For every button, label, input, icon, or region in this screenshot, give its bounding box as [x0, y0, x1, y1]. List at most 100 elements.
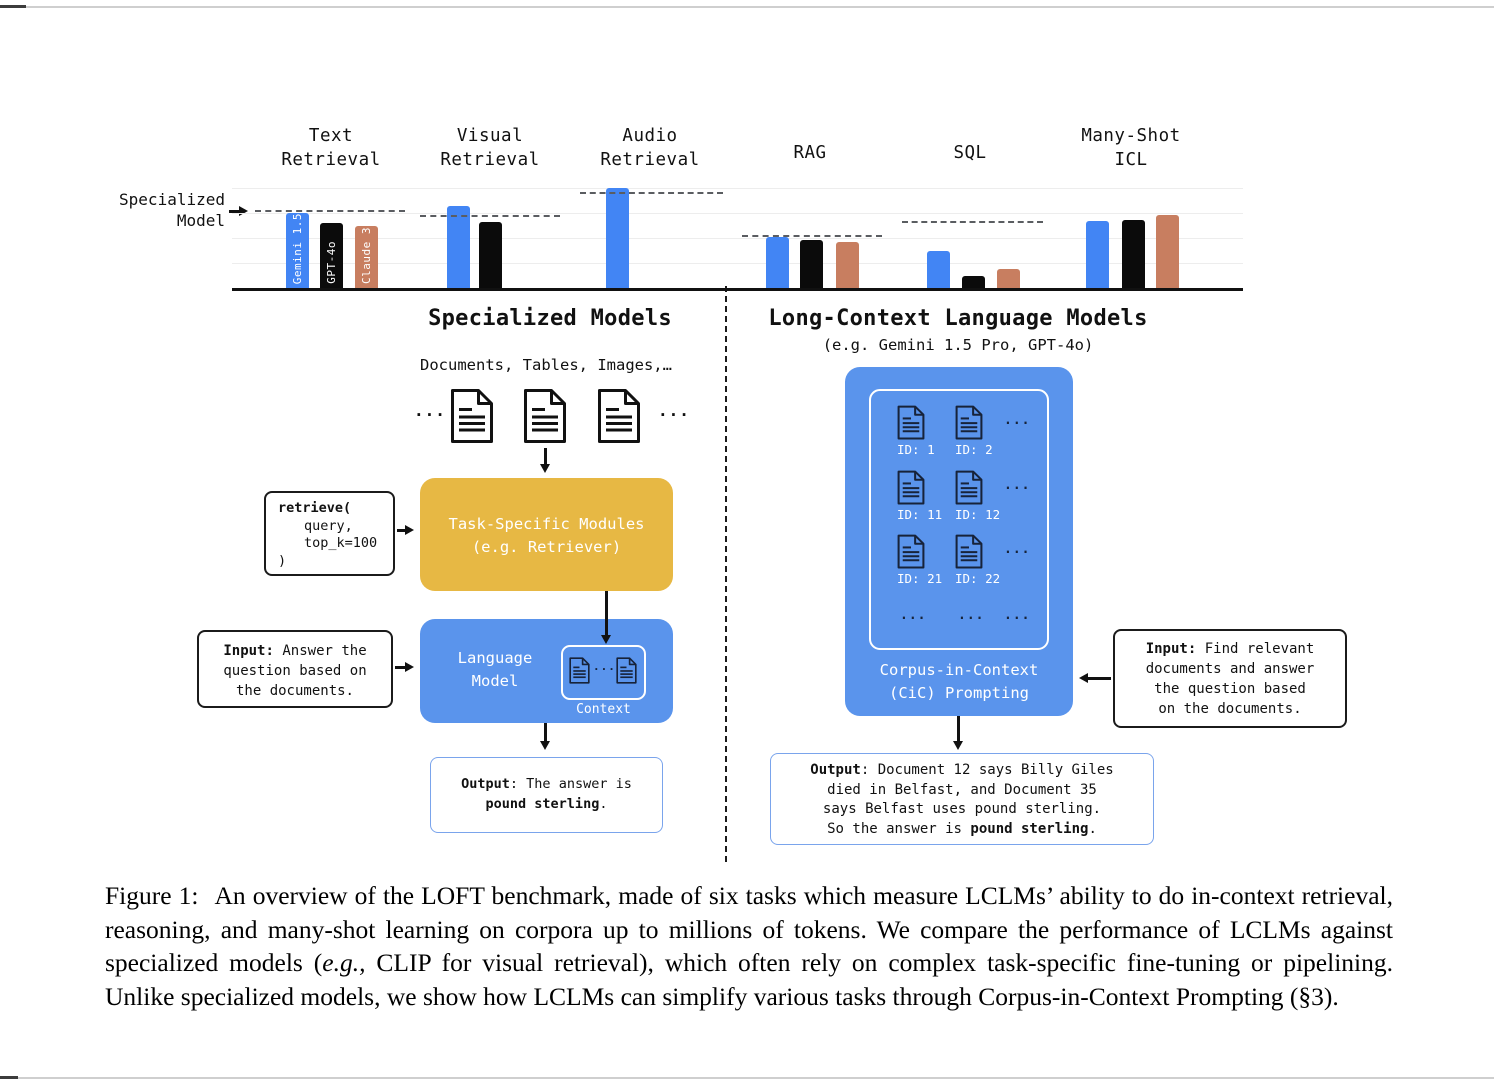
input-label: Input:: [1145, 641, 1197, 657]
context-ellipsis: ...: [593, 660, 616, 673]
bar-gpt-4o-sql: [962, 276, 985, 288]
task-modules-line-2: (e.g. Retriever): [471, 538, 622, 556]
annotation-line-1: Specialized: [119, 190, 225, 209]
ellipsis-right: ...: [658, 401, 690, 420]
cic-label-line-1: Corpus-in-Context: [879, 661, 1039, 679]
input-label: Input:: [223, 643, 274, 659]
chart-gridline: [232, 238, 1243, 239]
specialized-model-line: [420, 215, 560, 217]
bar-series-label: Gemini 1.5: [291, 213, 304, 284]
document-icon: [955, 534, 983, 569]
bar-gpt-4o-text-retrieval: GPT-4o: [320, 223, 343, 288]
document-icon: [450, 388, 494, 444]
page-bottom-corner-mark: [0, 1076, 18, 1079]
document-icon: [616, 657, 637, 684]
bar-gemini-1-5-rag: [766, 237, 789, 288]
right-input-box: Input: Find relevant documents and answe…: [1113, 629, 1347, 728]
output-answer: pound sterling: [485, 796, 600, 812]
document-icon: [897, 405, 925, 440]
lm-line-1: Language: [457, 649, 533, 667]
chart-x-axis: [232, 288, 1243, 291]
task-specific-modules-box: Task-Specific Modules (e.g. Retriever): [420, 478, 673, 591]
chart-gridline: [232, 188, 1243, 189]
left-output-box: Output: The answer is pound sterling.: [430, 757, 663, 833]
code-line-3: top_k=100: [304, 535, 378, 551]
specialized-model-line: [580, 192, 723, 194]
document-icon: [955, 405, 983, 440]
specialized-model-annotation: Specialized Model: [65, 190, 225, 231]
specialized-model-line: [742, 235, 882, 237]
chart-gridline: [232, 213, 1243, 214]
output-answer: pound sterling: [970, 820, 1089, 837]
arrow-docs-to-modules: [544, 448, 547, 469]
document-icon: [897, 534, 925, 569]
doc-id-label: ID: 1: [897, 442, 935, 457]
doc-id-label: ID: 11: [897, 507, 943, 522]
context-group: ...: [561, 645, 646, 700]
task-modules-line-1: Task-Specific Modules: [448, 515, 645, 533]
cic-label-line-2: (CiC) Prompting: [889, 684, 1029, 702]
corpus-box: ... ID: 1 ID: 2 ... ID: 11 ID: 12 ... ID…: [869, 389, 1049, 650]
figure-caption-label: Figure 1:: [105, 881, 199, 910]
bar-claude-3-sql: [997, 269, 1020, 288]
bar-gpt-4o-visual-retrieval: [479, 222, 502, 288]
arrow-modules-to-context: [605, 591, 608, 640]
page-top-edge: [0, 6, 1494, 8]
annotation-line-2: Model: [176, 210, 225, 230]
corpus-ellipsis: ...: [1004, 608, 1031, 623]
arrow-cic-to-output: [957, 716, 960, 746]
panel-divider-dashed-line: [725, 286, 727, 862]
doc-id-label: ID: 12: [955, 507, 1001, 522]
bar-series-label: Claude 3: [360, 227, 373, 284]
specialized-model-line: [255, 210, 405, 212]
document-icon: [569, 657, 590, 684]
left-panel-subheading: Documents, Tables, Images,…: [420, 356, 672, 374]
left-input-box: Input: Answer the question based on the …: [197, 630, 393, 708]
chart-category-label: RAG: [793, 143, 827, 163]
bar-gemini-1-5-audio-retrieval: [606, 188, 629, 288]
page-top-corner-mark: [0, 5, 26, 8]
right-panel-heading: Long-Context Language Models: [768, 306, 1148, 331]
corpus-ellipsis: ...: [1004, 542, 1031, 557]
right-output-box: Output: Document 12 says Billy Giles die…: [770, 753, 1154, 845]
bar-gemini-1-5-visual-retrieval: [447, 206, 470, 288]
doc-id-label: ID: 2: [955, 442, 993, 457]
document-icon: [523, 388, 567, 444]
ellipsis-left: ...: [414, 401, 446, 420]
bar-gpt-4o-many-shot-icl: [1122, 220, 1145, 288]
doc-id-label: ID: 21: [897, 571, 943, 586]
bar-claude-3-rag: [836, 242, 859, 288]
document-icon: [955, 470, 983, 505]
arrow-input-to-cic: [1083, 677, 1111, 680]
figure-caption: Figure 1:An overview of the LOFT benchma…: [105, 881, 1393, 1011]
bar-gpt-4o-rag: [800, 240, 823, 288]
output-label: Output: [810, 762, 861, 778]
code-line-4: ): [278, 552, 287, 569]
corpus-ellipsis: ...: [1004, 413, 1031, 428]
arrow-retrieve-to-modules: [397, 529, 410, 532]
output-label: Output: [461, 776, 510, 792]
corpus-ellipsis: ...: [958, 608, 985, 623]
document-icon: [597, 388, 641, 444]
context-label: Context: [576, 702, 631, 717]
chart-category-label: SQL: [953, 143, 987, 163]
page-bottom-edge: [0, 1077, 1494, 1079]
code-line-1: retrieve(: [278, 500, 352, 516]
corpus-ellipsis: ...: [900, 608, 927, 623]
retrieve-code-box: retrieve( query, top_k=100 ): [264, 491, 395, 576]
right-panel-subheading: (e.g. Gemini 1.5 Pro, GPT-4o): [822, 336, 1094, 354]
document-icon: [897, 470, 925, 505]
specialized-model-arrow: [229, 210, 244, 213]
corpus-ellipsis: ...: [1004, 478, 1031, 493]
arrow-lm-to-output: [544, 723, 547, 746]
code-line-2: query,: [304, 517, 353, 534]
bar-claude-3-text-retrieval: Claude 3: [355, 226, 378, 288]
left-panel-heading: Specialized Models: [428, 306, 672, 331]
bar-series-label: GPT-4o: [325, 241, 338, 284]
cic-prompting-box: ... ID: 1 ID: 2 ... ID: 11 ID: 12 ... ID…: [845, 367, 1073, 716]
lm-line-2: Model: [471, 672, 519, 690]
